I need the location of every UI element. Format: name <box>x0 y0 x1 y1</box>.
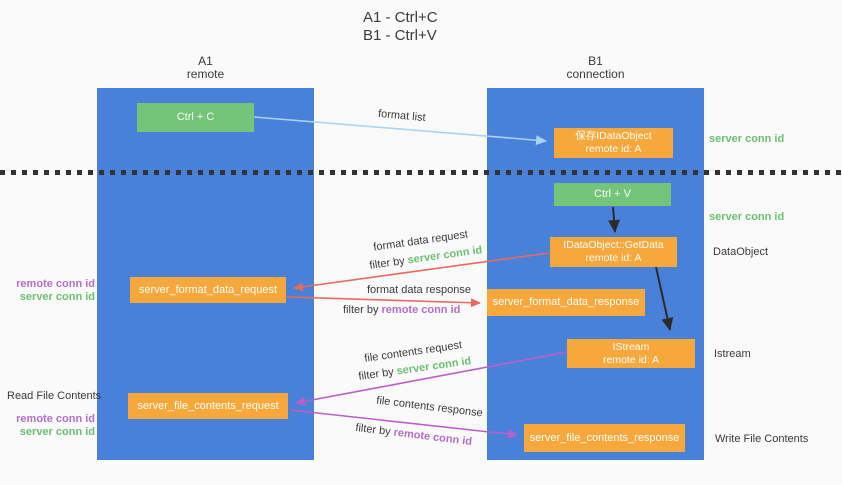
server-conn-id-highlight: server conn id <box>406 244 484 267</box>
node-istream-line2: remote id: A <box>602 353 660 366</box>
remote-conn-id-highlight: remote conn id <box>392 426 473 449</box>
node-ctrl-v-label: Ctrl + V <box>594 188 631 200</box>
node-idataobject-getdata: IDataObject::GetData remote id: A <box>550 237 677 267</box>
label-write-file-contents: Write File Contents <box>715 433 809 445</box>
lane-b1-id: B1 <box>588 54 603 68</box>
label-istream: Istream <box>714 348 751 360</box>
lane-b1-name: connection <box>566 67 625 81</box>
node-save-idataobject-line1: 保存IDataObject <box>575 130 652 142</box>
node-ctrl-v: Ctrl + V <box>554 183 671 206</box>
lane-header-b1: B1 connection <box>487 55 704 81</box>
node-server-format-data-request: server_format_data_request <box>130 277 286 303</box>
diagram-title: A1 - Ctrl+C B1 - Ctrl+V <box>363 9 438 45</box>
label-server-conn-id-1: server conn id <box>19 291 95 303</box>
node-istream-line1: IStream <box>612 340 650 353</box>
arrow-format-data-response <box>286 296 481 308</box>
label-conn-id-pair-2: remote conn id server conn id <box>0 413 95 439</box>
machine-boundary-dotted-line <box>0 170 842 175</box>
node-istream: IStream remote id: A <box>567 339 695 368</box>
filter-prefix: filter by <box>357 365 398 383</box>
label-format-data-response: format data response <box>367 284 471 296</box>
node-save-idataobject: 保存IDataObject remote id: A <box>554 128 673 158</box>
node-getdata-line1: IDataObject::GetData <box>563 239 664 251</box>
title-line-1: A1 - Ctrl+C <box>363 9 438 26</box>
node-server-file-contents-response: server_file_contents_response <box>524 424 685 452</box>
node-ctrl-c-label: Ctrl + C <box>176 111 215 123</box>
label-remote-conn-id-2: remote conn id <box>16 413 95 425</box>
node-server-file-contents-request: server_file_contents_request <box>128 393 288 419</box>
label-server-conn-id-2: server conn id <box>19 426 95 438</box>
label-filter-by-remote-conn-id-1: filter by remote conn id <box>343 304 460 316</box>
label-read-file-contents: Read File Contents <box>7 390 102 402</box>
remote-conn-id-highlight: remote conn id <box>381 304 461 316</box>
lane-header-a1: A1 remote <box>97 55 314 81</box>
label-dataobject: DataObject <box>713 246 769 258</box>
node-file-request-label: server_file_contents_request <box>137 399 279 412</box>
label-server-conn-id-mid: server conn id <box>709 211 785 223</box>
label-filter-by-remote-conn-id-2: filter by remote conn id <box>355 422 473 448</box>
node-getdata-line2: remote id: A <box>585 252 642 264</box>
label-remote-conn-id-1: remote conn id <box>16 278 95 290</box>
label-file-contents-response: file contents response <box>375 394 484 420</box>
node-ctrl-c: Ctrl + C <box>137 103 254 132</box>
node-save-idataobject-line2: remote id: A <box>585 143 642 155</box>
label-conn-id-pair-1: remote conn id server conn id <box>0 278 95 304</box>
label-format-list: format list <box>377 107 427 125</box>
lane-a1-id: A1 <box>198 54 213 68</box>
node-format-request-label: server_format_data_request <box>138 283 278 296</box>
label-server-conn-id-top: server conn id <box>709 133 785 145</box>
node-file-response-label: server_file_contents_response <box>529 431 680 444</box>
node-server-format-data-response: server_format_data_response <box>487 289 645 316</box>
filter-prefix: filter by <box>368 254 409 272</box>
lane-a1-name: remote <box>186 67 225 81</box>
filter-prefix: filter by <box>343 304 382 316</box>
filter-prefix: filter by <box>354 421 395 439</box>
node-format-response-label: server_format_data_response <box>492 296 640 308</box>
title-line-2: B1 - Ctrl+V <box>363 27 437 44</box>
